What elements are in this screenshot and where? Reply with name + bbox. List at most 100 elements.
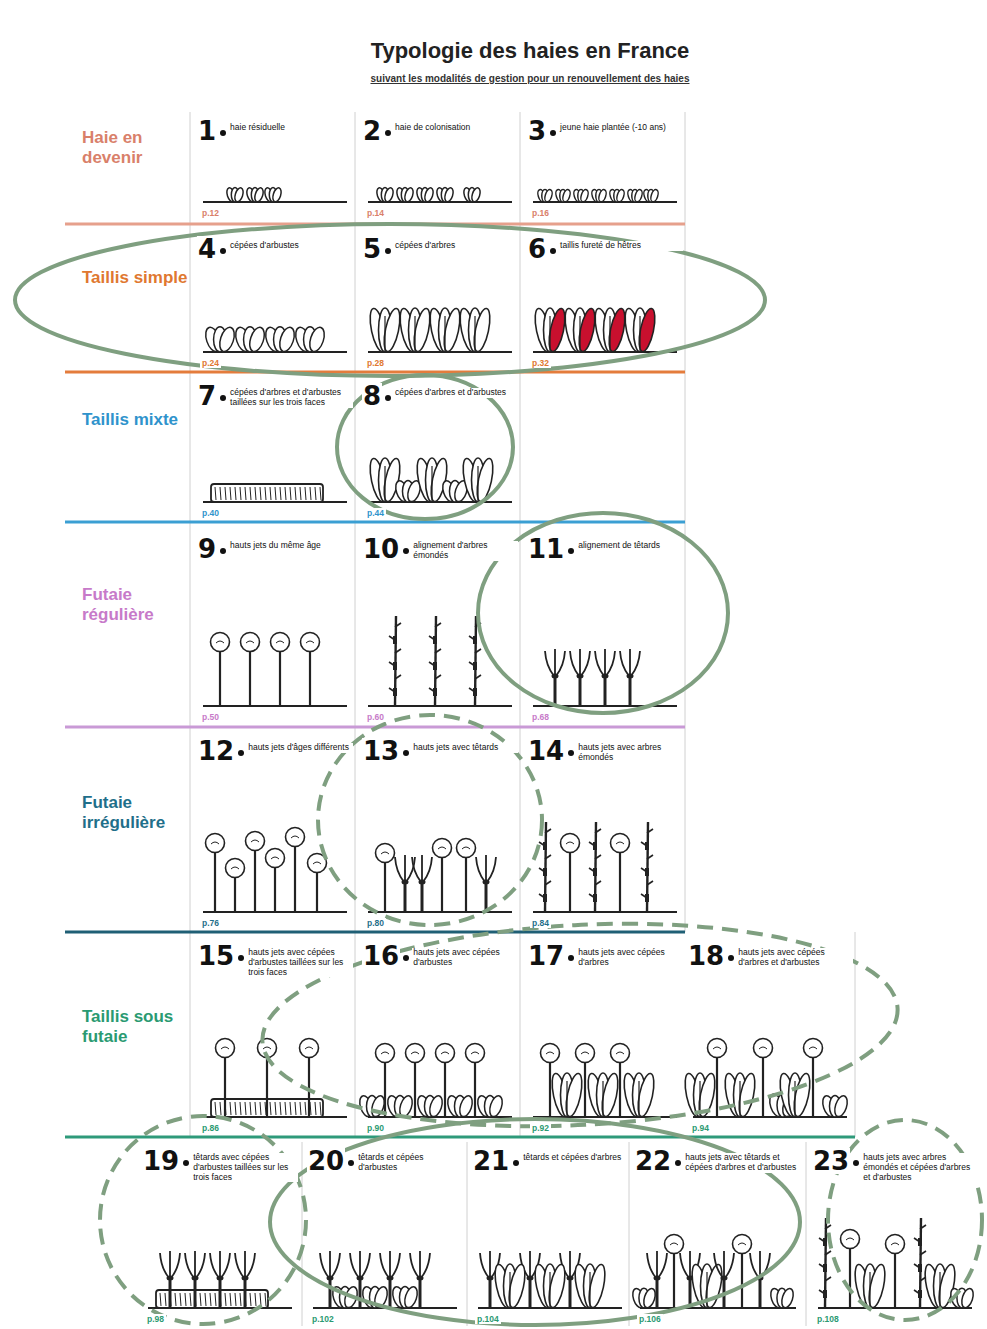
sketch-stroke [219,651,221,706]
hedge-type-cell: 2haie de colonisationp.14 [360,118,520,218]
type-number: 3 [527,118,547,144]
sketch-stroke [477,466,478,502]
page-reference: p.12 [200,208,221,218]
sketch-stroke [402,880,409,885]
cell-header: 8cépées d'arbres et d'arbustes [360,383,520,409]
hedge-type-cell: 23hauts jets avec arbres émondés et cépé… [810,1148,980,1324]
bullet-dot [728,955,734,961]
sketch-stroke [294,846,296,912]
sketch-stroke [584,1062,586,1117]
sketch-stroke [393,636,397,644]
sketch-stroke [219,1278,222,1308]
sketch-stroke [627,674,634,679]
page-reference: p.32 [530,358,551,368]
page-reference: p.84 [530,918,551,928]
hedge-type-cell: 17hauts jets avec cépées d'arbresp.92 [525,943,685,1133]
bullet-dot [238,955,244,961]
grid-line [806,1142,807,1326]
bullet-dot [385,248,391,254]
sketch-stroke [738,1243,746,1245]
sketch-stroke [391,1253,400,1278]
cell-header: 1haie résiduelle [195,118,355,144]
sketch-stroke [960,1287,976,1309]
highlight-ellipse [270,1119,800,1325]
row-rule [65,931,685,934]
sketch-stroke [423,857,432,882]
sketch-stroke [357,1276,364,1281]
hedge-type-cell: 19têtards avec cépées d'arbustes taillée… [140,1148,300,1324]
grid-line [520,112,521,1137]
sketch-stroke [561,834,580,853]
sketch-stroke [306,641,314,643]
sketch-stroke [631,651,640,676]
subtitle: suivant les modalités de gestion pour un… [290,73,770,85]
sketch-stroke [234,877,236,912]
hedge-type-cell: 12hauts jets d'âges différentsp.76 [195,738,355,928]
sketch-stroke [597,189,607,203]
sketch-stroke [169,1278,172,1308]
bullet-dot [220,248,226,254]
sketch-stroke [190,1293,191,1306]
type-number: 15 [197,943,235,969]
sketch-stroke [387,1276,394,1281]
sketch-stroke [308,1057,310,1117]
type-description: alignement de têtards [577,541,683,551]
sketch-stroke [465,857,467,912]
sketch-stroke [762,1057,764,1117]
sketch-stroke [305,1047,313,1049]
bullet-dot [568,548,574,554]
sketch-stroke [309,651,311,706]
sketch-stroke [529,1278,532,1308]
hedge-type-cell: 3jeune haie plantée (-10 ans)p.16 [525,118,685,218]
sketch-stroke [602,1081,603,1117]
sketch-stroke [939,1272,940,1308]
sketch-stroke [359,1251,361,1278]
sketch-stroke [473,662,477,670]
hedge-sketch [203,633,347,707]
sketch-stroke [716,1057,718,1117]
sketch-stroke [402,1285,419,1309]
cell-header: 13hauts jets avec têtards [360,738,520,764]
sketch-stroke [552,674,559,679]
bullet-dot [568,750,574,756]
sketch-stroke [708,1039,727,1058]
sketch-stroke [441,857,443,912]
sketch-stroke [274,867,276,912]
sketch-stroke [395,649,401,653]
hedge-sketch [357,1044,512,1119]
cell-header: 12hauts jets d'âges différents [195,738,355,764]
sketch-stroke [271,187,282,203]
sketch-stroke [255,1102,256,1115]
type-number: 2 [362,118,382,144]
sketch-stroke [809,1047,817,1049]
sketch-stroke [616,1052,624,1054]
sketch-stroke [250,487,251,500]
diagram-title: Typologie des haies en France [300,38,760,64]
type-number: 14 [527,738,565,764]
sketch-stroke [180,1293,181,1306]
sketch-stroke [192,1276,199,1281]
cell-header: 3jeune haie plantée (-10 ans) [525,118,685,144]
sketch-stroke [527,1276,534,1281]
sketch-stroke [569,1251,571,1278]
page-reference: p.80 [365,918,386,928]
sketch-stroke [489,1251,491,1278]
sketch-stroke [545,829,551,833]
sketch-stroke [579,676,582,706]
sketch-stroke [169,1251,171,1278]
sketch-stroke [307,325,327,353]
bullet-dot [675,1160,681,1166]
sketch-stroke [160,1253,169,1278]
page-reference: p.28 [365,358,386,368]
sketch-stroke [549,316,550,352]
sketch-stroke [920,1251,926,1255]
sketch-stroke [211,633,230,652]
sketch-stroke [485,882,488,912]
sketch-stroke [210,1293,211,1306]
sketch-stroke [241,633,260,652]
type-description: taillis fureté de hêtres [559,241,683,251]
sketch-stroke [577,674,584,679]
cell-header: 6taillis fureté de hêtres [525,236,685,262]
sketch-stroke [812,1057,814,1117]
